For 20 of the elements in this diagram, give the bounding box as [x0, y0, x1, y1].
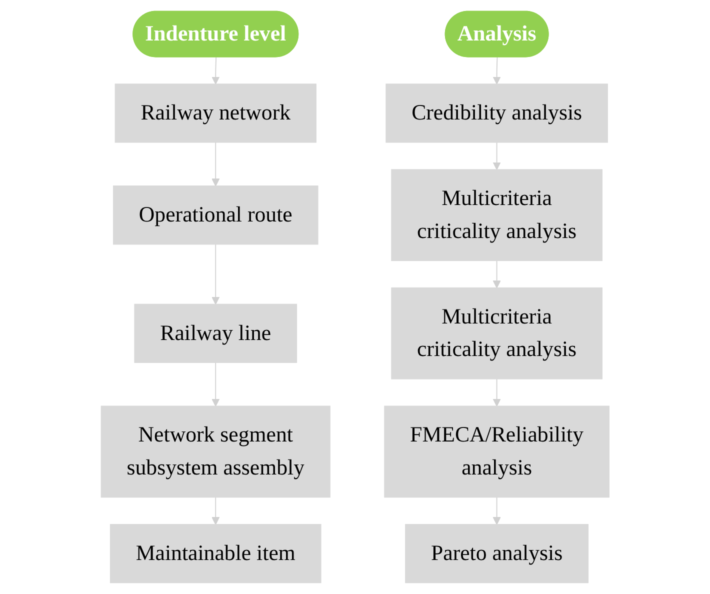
node-box: Operational route	[112, 186, 318, 245]
node-box: Maintainable item	[110, 524, 322, 584]
node-box: Multicriteria criticality analysis	[390, 169, 602, 262]
arrow	[492, 142, 501, 170]
node-box: Multicriteria criticality analysis	[390, 287, 602, 380]
node-box: Credibility analysis	[386, 84, 608, 143]
arrow	[211, 56, 220, 84]
arrow	[492, 496, 501, 525]
arrow	[492, 378, 501, 407]
arrow	[492, 56, 501, 84]
node-box: FMECA/Reliability analysis	[384, 406, 610, 498]
arrow	[211, 496, 220, 525]
arrow	[211, 244, 220, 305]
arrow	[492, 260, 501, 288]
node-box: Railway network	[114, 84, 316, 143]
node-box: Pareto analysis	[404, 524, 588, 584]
arrow	[211, 362, 220, 407]
arrow	[211, 142, 220, 186]
node-box: Network segment subsystem assembly	[100, 406, 330, 498]
node-box: Railway line	[134, 304, 297, 363]
